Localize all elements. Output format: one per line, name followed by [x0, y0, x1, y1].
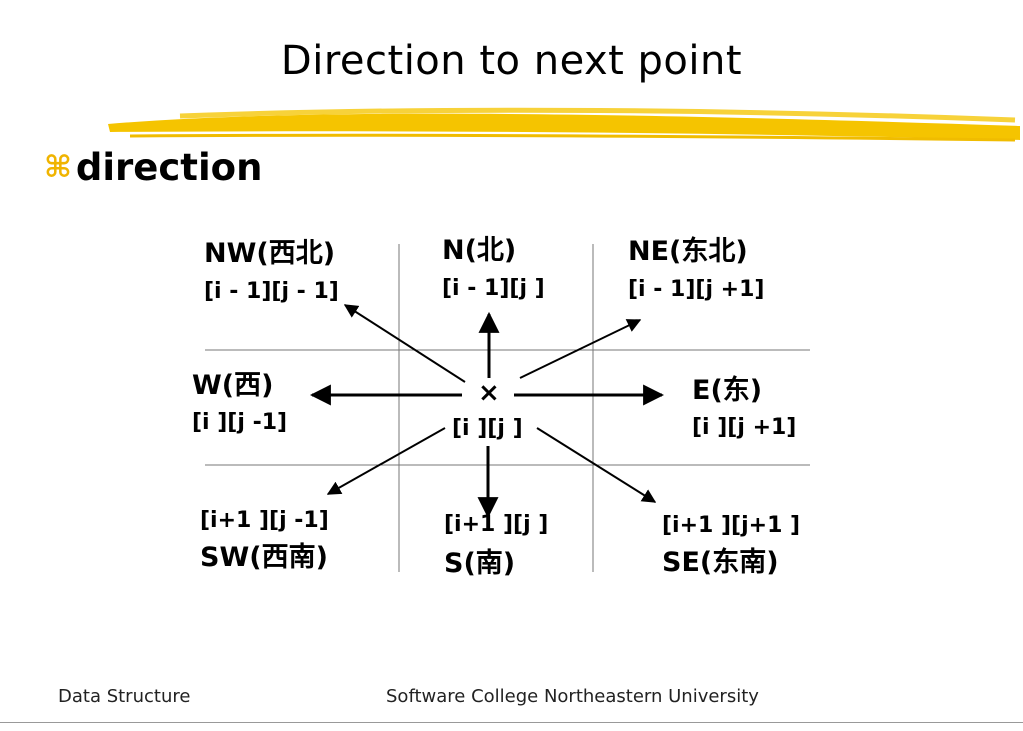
index-w: [i ][j -1] — [192, 410, 288, 435]
label-se: SE(东南) — [662, 547, 779, 578]
slide-title: Direction to next point — [280, 38, 743, 84]
index-e: [i ][j +1] — [692, 415, 797, 440]
index-se: [i+1 ][j+1 ] — [662, 513, 801, 538]
label-nw: NW(西北) — [204, 238, 336, 269]
label-e: E(东) — [692, 375, 763, 406]
bullet-direction: ⌘ direction — [44, 146, 262, 189]
label-n: N(北) — [442, 235, 517, 266]
footer-rule — [0, 722, 1023, 723]
center-mark: × — [478, 378, 500, 408]
index-s: [i+1 ][j ] — [444, 512, 549, 537]
arrow-northwest — [343, 304, 466, 383]
command-key-icon: ⌘ — [44, 150, 72, 185]
index-ne: [i - 1][j +1] — [628, 277, 765, 302]
footer-center: Software College Northeastern University — [386, 686, 759, 707]
label-ne: NE(东北) — [628, 236, 748, 267]
title-brush-stroke — [108, 107, 1020, 142]
label-s: S(南) — [444, 548, 516, 579]
arrow-southeast — [536, 427, 657, 503]
index-nw: [i - 1][j - 1] — [204, 279, 339, 304]
index-n: [i - 1][j ] — [442, 276, 545, 301]
index-center: [i ][j ] — [452, 416, 523, 441]
bullet-text: direction — [75, 146, 263, 189]
arrow-northeast — [519, 319, 642, 379]
arrow-southwest — [326, 427, 446, 495]
index-sw: [i+1 ][j -1] — [200, 508, 329, 533]
footer-left: Data Structure — [58, 686, 191, 707]
label-w: W(西) — [192, 370, 274, 401]
label-sw: SW(西南) — [200, 542, 328, 573]
